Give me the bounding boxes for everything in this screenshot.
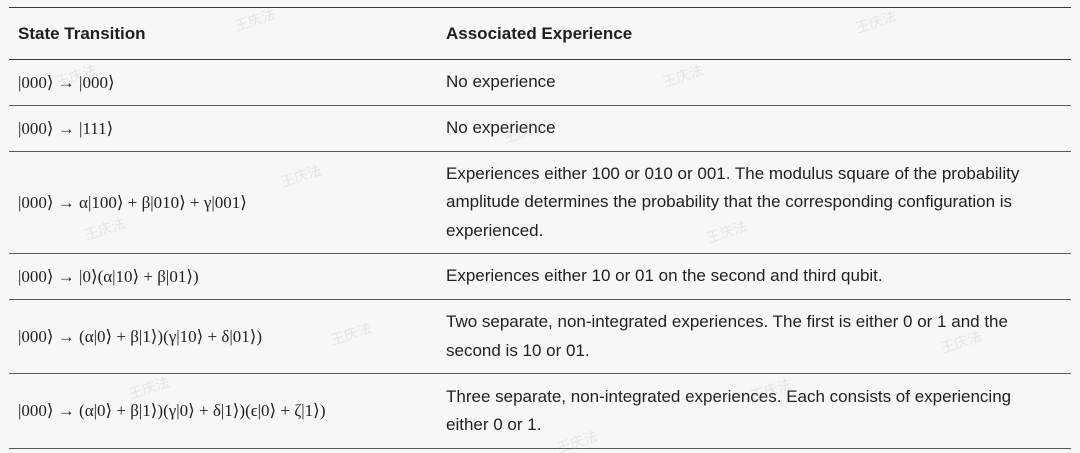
experience-cell: Three separate, non-integrated experienc…	[437, 373, 1071, 449]
table-header: State Transition Associated Experience	[9, 7, 1071, 60]
header-row: State Transition Associated Experience	[9, 7, 1071, 60]
state-transition-table: State Transition Associated Experience |…	[9, 7, 1071, 449]
header-state-transition: State Transition	[9, 7, 437, 60]
table-row: |000⟩ → α|100⟩ + β|010⟩ + γ|001⟩ Experie…	[9, 151, 1071, 254]
state-cell: |000⟩ → |111⟩	[9, 105, 437, 152]
transition-table-container: State Transition Associated Experience |…	[9, 7, 1071, 449]
experience-cell: Experiences either 10 or 01 on the secon…	[437, 253, 1071, 300]
table-row: |000⟩ → |000⟩ No experience	[9, 59, 1071, 106]
experience-cell: No experience	[437, 105, 1071, 152]
state-cell: |000⟩ → (α|0⟩ + β|1⟩)(γ|10⟩ + δ|01⟩)	[9, 299, 437, 374]
table-body: |000⟩ → |000⟩ No experience |000⟩ → |111…	[9, 59, 1071, 449]
experience-cell: Two separate, non-integrated experiences…	[437, 299, 1071, 374]
table-row: |000⟩ → |111⟩ No experience	[9, 105, 1071, 152]
state-cell: |000⟩ → (α|0⟩ + β|1⟩)(γ|0⟩ + δ|1⟩)(ϵ|0⟩ …	[9, 373, 437, 449]
state-cell: |000⟩ → |0⟩(α|10⟩ + β|01⟩)	[9, 253, 437, 300]
state-cell: |000⟩ → α|100⟩ + β|010⟩ + γ|001⟩	[9, 151, 437, 254]
experience-cell: No experience	[437, 59, 1071, 106]
header-associated-experience: Associated Experience	[437, 7, 1071, 60]
experience-cell: Experiences either 100 or 010 or 001. Th…	[437, 151, 1071, 254]
table-row: |000⟩ → (α|0⟩ + β|1⟩)(γ|10⟩ + δ|01⟩) Two…	[9, 299, 1071, 374]
table-row: |000⟩ → |0⟩(α|10⟩ + β|01⟩) Experiences e…	[9, 253, 1071, 300]
table-row: |000⟩ → (α|0⟩ + β|1⟩)(γ|0⟩ + δ|1⟩)(ϵ|0⟩ …	[9, 373, 1071, 449]
state-cell: |000⟩ → |000⟩	[9, 59, 437, 106]
